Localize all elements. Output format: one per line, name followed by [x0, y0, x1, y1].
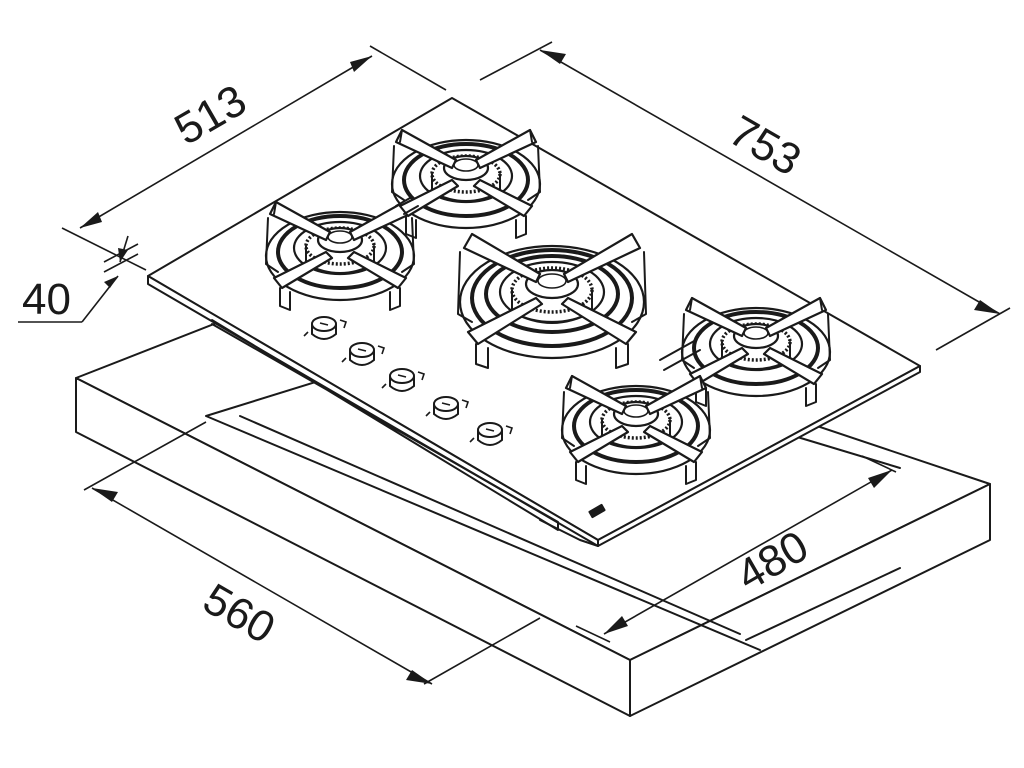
grate-bridges: [395, 197, 701, 371]
countertop-cutout: [205, 379, 901, 651]
dimension-thickness: 40: [18, 235, 139, 324]
dimension-width-label: 753: [721, 106, 809, 185]
dimension-cutout-width-label: 560: [195, 574, 283, 653]
dimension-depth-label: 513: [167, 76, 255, 155]
dimension-thickness-label: 40: [22, 275, 71, 324]
